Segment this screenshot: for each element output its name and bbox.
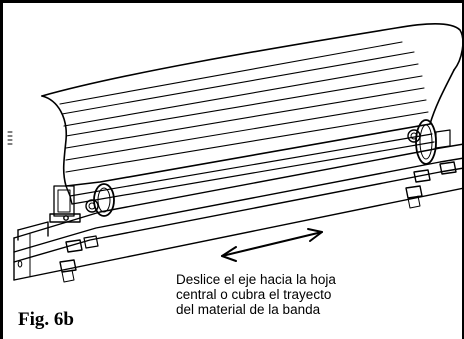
lower-rail-beam [13, 143, 464, 281]
left-mount-clamp [49, 183, 115, 283]
figure-label: Fig. 6b [18, 309, 74, 330]
slide-arrow [221, 228, 323, 262]
figure-caption: Deslice el eje hacia la hoja central o c… [176, 272, 376, 317]
caption-line-1: Deslice el eje hacia la hoja [176, 272, 336, 287]
frame-border-left [0, 0, 3, 339]
caption-line-3: del material de la banda [176, 302, 321, 317]
caption-line-2: central o cubra el trayecto [176, 287, 332, 302]
guard-hood [41, 22, 464, 205]
frame-border-right [462, 0, 464, 339]
right-mount-clamp [405, 119, 457, 209]
edge-marks [7, 131, 13, 145]
frame-border-top [0, 0, 464, 3]
